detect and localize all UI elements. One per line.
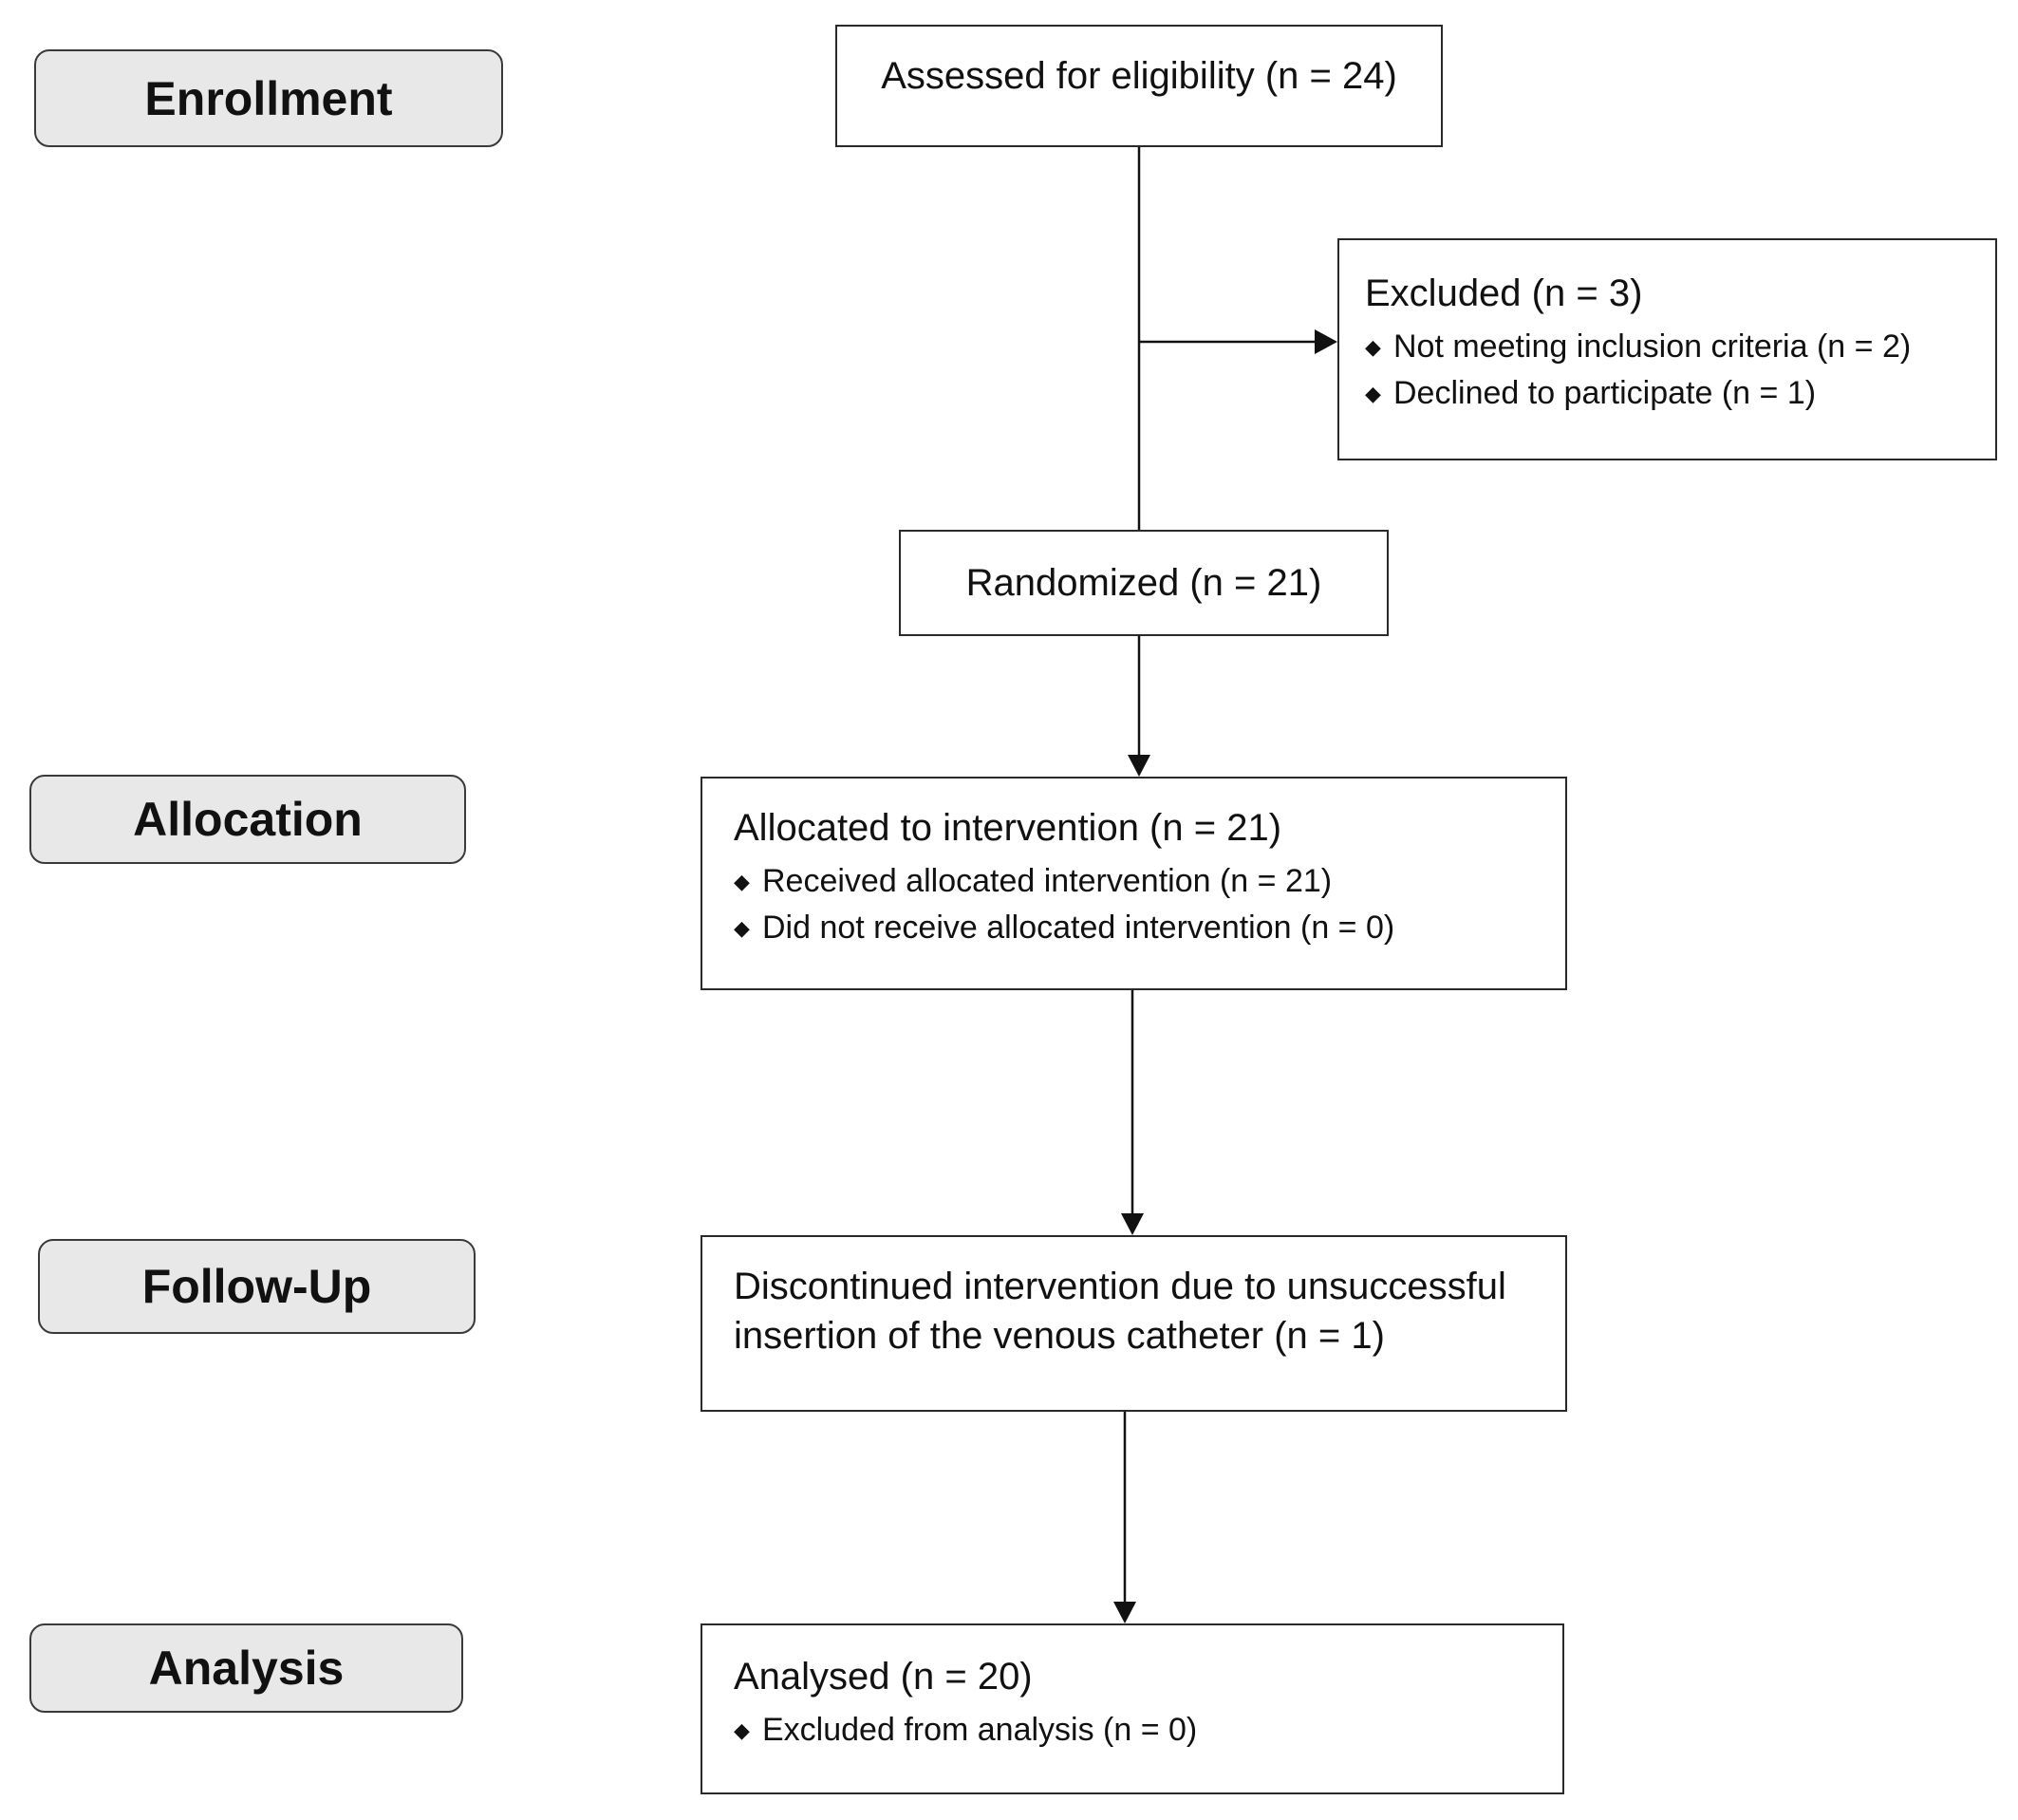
bullet-icon: ◆ xyxy=(734,870,750,893)
allocated-item: ◆ Did not receive allocated intervention… xyxy=(734,905,1565,951)
phase-label-enrollment: Enrollment xyxy=(34,49,503,147)
allocated-item: ◆ Received allocated intervention (n = 2… xyxy=(734,858,1565,905)
phase-label-follow-up: Follow-Up xyxy=(38,1239,476,1334)
excluded-box: Excluded (n = 3) ◆ Not meeting inclusion… xyxy=(1337,238,1997,460)
analysed-box: Analysed (n = 20) ◆ Excluded from analys… xyxy=(701,1623,1564,1794)
randomized-box: Randomized (n = 21) xyxy=(899,530,1389,636)
allocated-box: Allocated to intervention (n = 21) ◆ Rec… xyxy=(701,777,1567,990)
followup-line-1: Discontinued intervention due to unsucce… xyxy=(734,1266,1506,1307)
excluded-title: Excluded (n = 3) xyxy=(1365,272,1643,314)
phase-label-analysis: Analysis xyxy=(29,1623,463,1713)
allocated-list: ◆ Received allocated intervention (n = 2… xyxy=(734,858,1565,951)
phase-label-follow-up-text: Follow-Up xyxy=(141,1260,372,1313)
analysed-item-text: Excluded from analysis (n = 0) xyxy=(762,1712,1198,1748)
allocated-item-text: Received allocated intervention (n = 21) xyxy=(762,863,1333,899)
analysed-list: ◆ Excluded from analysis (n = 0) xyxy=(734,1707,1562,1754)
assessed-title: Assessed for eligibility (n = 24) xyxy=(881,55,1397,97)
randomized-title: Randomized (n = 21) xyxy=(965,561,1322,604)
bullet-icon: ◆ xyxy=(734,1718,750,1742)
phase-label-enrollment-text: Enrollment xyxy=(144,71,393,125)
excluded-list: ◆ Not meeting inclusion criteria (n = 2)… xyxy=(1365,324,1995,417)
bullet-icon: ◆ xyxy=(1365,382,1381,405)
excluded-item-text: Not meeting inclusion criteria (n = 2) xyxy=(1393,328,1912,365)
arrowhead-followup xyxy=(1121,1213,1144,1235)
phase-label-analysis-text: Analysis xyxy=(148,1642,345,1695)
analysed-title: Analysed (n = 20) xyxy=(734,1656,1033,1698)
excluded-item: ◆ Not meeting inclusion criteria (n = 2) xyxy=(1365,324,1995,370)
followup-box: Discontinued intervention due to unsucce… xyxy=(701,1235,1567,1412)
arrowhead-excluded xyxy=(1315,329,1337,354)
followup-line-2: insertion of the venous catheter (n = 1) xyxy=(734,1315,1385,1357)
arrowhead-analysed xyxy=(1113,1602,1136,1623)
allocated-item-text: Did not receive allocated intervention (… xyxy=(762,910,1395,946)
excluded-item-text: Declined to participate (n = 1) xyxy=(1393,375,1817,411)
phase-label-allocation-text: Allocation xyxy=(133,793,363,846)
arrowhead-allocated xyxy=(1128,755,1150,777)
excluded-item: ◆ Declined to participate (n = 1) xyxy=(1365,370,1995,417)
bullet-icon: ◆ xyxy=(1365,335,1381,359)
phase-label-allocation: Allocation xyxy=(29,775,466,864)
assessed-box: Assessed for eligibility (n = 24) xyxy=(835,25,1443,147)
bullet-icon: ◆ xyxy=(734,916,750,940)
analysed-item: ◆ Excluded from analysis (n = 0) xyxy=(734,1707,1562,1754)
allocated-title: Allocated to intervention (n = 21) xyxy=(734,807,1282,849)
